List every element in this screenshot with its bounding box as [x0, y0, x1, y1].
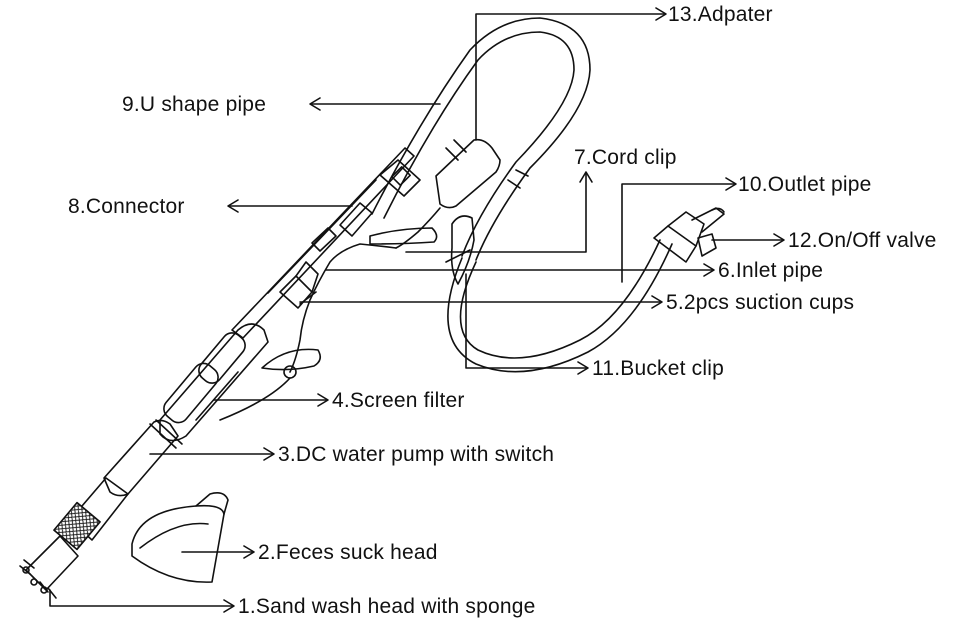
label-screen-filter: 4.Screen filter	[332, 389, 465, 412]
adapter-part	[395, 138, 501, 249]
label-on-off-valve: 12.On/Off valve	[788, 229, 937, 252]
label-connector: 8.Connector	[68, 195, 185, 218]
outlet-pipe	[447, 239, 673, 373]
label-u-shape-pipe: 9.U shape pipe	[122, 93, 267, 116]
label-suction-cups: 5.2pcs suction cups	[666, 291, 855, 314]
label-inlet-pipe: 6.Inlet pipe	[718, 259, 824, 282]
bucket-clip-part	[445, 215, 475, 285]
feces-head-part	[131, 492, 229, 583]
suction-cup-part	[279, 261, 319, 309]
valve-part	[653, 207, 725, 263]
label-dc-water-pump: 3.DC water pump with switch	[278, 443, 555, 466]
screen-filter-part	[159, 323, 269, 442]
label-feces-suck-head: 2.Feces suck head	[258, 541, 438, 564]
lower-tube-part	[19, 477, 129, 599]
pump-part	[103, 419, 183, 497]
main-tube	[231, 147, 415, 339]
label-sand-wash-head: 1.Sand wash head with sponge	[238, 595, 536, 618]
label-outlet-pipe: 10.Outlet pipe	[738, 173, 872, 196]
label-bucket-clip: 11.Bucket clip	[592, 357, 724, 380]
leader-lines	[49, 7, 785, 613]
label-cord-clip: 7.Cord clip	[574, 146, 677, 169]
label-adapter: 13.Adpater	[668, 3, 773, 26]
u-shape-pipe	[371, 17, 591, 261]
